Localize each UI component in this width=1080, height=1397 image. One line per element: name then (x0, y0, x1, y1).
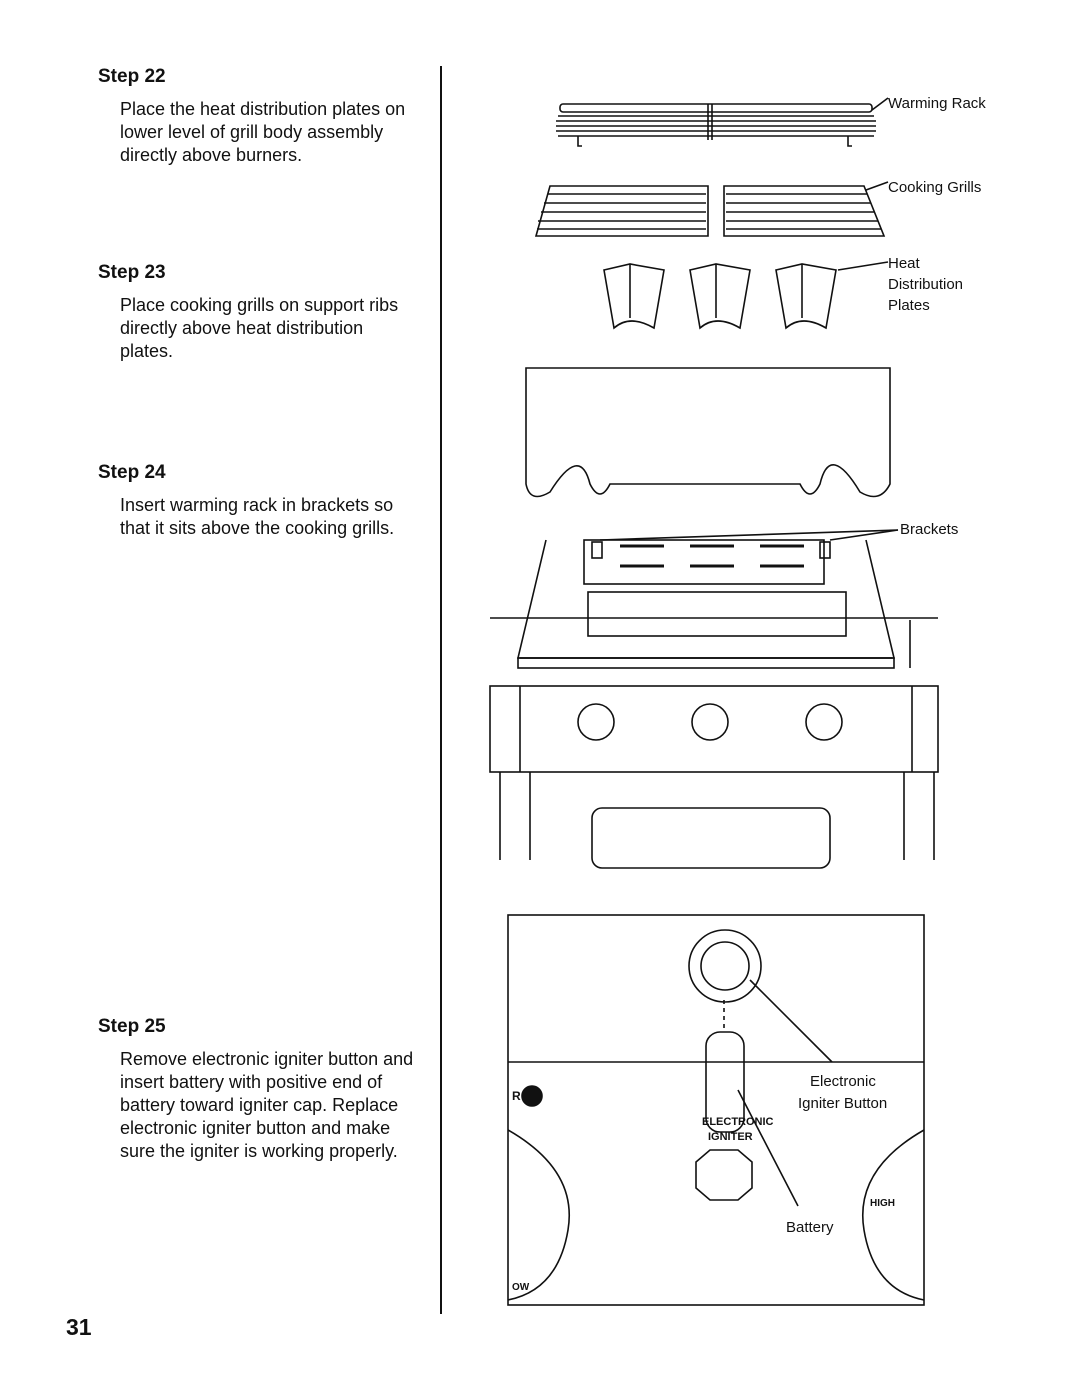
step-23: Step 23 Place cooking grills on support … (98, 262, 418, 363)
step-22: Step 22 Place the heat distribution plat… (98, 66, 418, 167)
column-divider (440, 66, 442, 1314)
label-heat: Heat (888, 255, 921, 272)
step-heading: Step 23 (98, 262, 166, 283)
label-warming-rack: Warming Rack (888, 95, 986, 112)
page-number: 31 (66, 1314, 92, 1340)
panel-text-r: R (512, 1089, 521, 1103)
step-heading: Step 22 (98, 66, 166, 87)
label-brackets: Brackets (900, 521, 958, 538)
step-text: Insert warming rack in brackets so that … (120, 495, 395, 538)
label-igniter-button: Igniter Button (798, 1095, 887, 1112)
label-plates: Plates (888, 297, 930, 314)
step-text: Place cooking grills on support ribs dir… (120, 295, 399, 361)
label-cooking-grills: Cooking Grills (888, 179, 981, 196)
label-distribution: Distribution (888, 276, 963, 293)
warming-rack-drawing (556, 103, 876, 147)
heat-plates-drawing (603, 263, 837, 330)
step-text: Place the heat distribution plates on lo… (120, 99, 406, 165)
leader-lines (599, 97, 899, 1207)
step-heading: Step 24 (98, 462, 166, 483)
igniter-detail-drawing (507, 914, 925, 1306)
panel-text-electronic: ELECTRONIC (702, 1116, 774, 1128)
step-24: Step 24 Insert warming rack in brackets … (98, 462, 418, 540)
cooking-grills-drawing (534, 185, 886, 237)
label-electronic: Electronic (810, 1073, 876, 1090)
panel-text-igniter: IGNITER (708, 1131, 753, 1143)
step-25: Step 25 Remove electronic igniter button… (98, 1016, 418, 1163)
step-heading: Step 25 (98, 1016, 166, 1037)
panel-text-high: HIGH (870, 1198, 895, 1209)
label-battery: Battery (786, 1219, 834, 1236)
panel-text-low: OW (512, 1282, 530, 1293)
step-text: Remove electronic igniter button and ins… (120, 1049, 414, 1161)
grill-body-drawing (489, 367, 939, 869)
